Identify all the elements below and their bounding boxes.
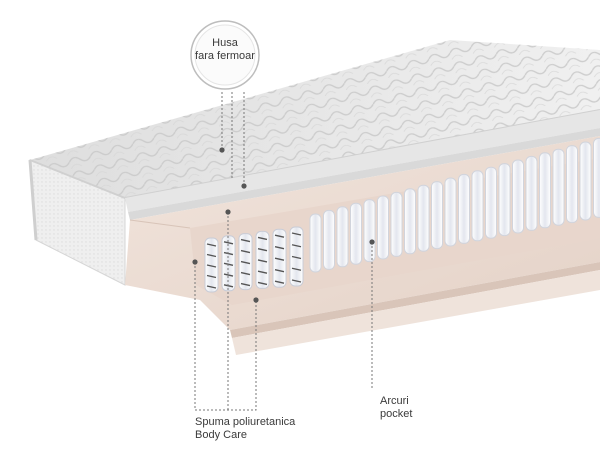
spring-coil [291, 267, 302, 271]
spring-coil [257, 281, 268, 286]
spring-coil [291, 244, 302, 248]
spring-pocket [552, 148, 565, 226]
spring-pocket [444, 177, 457, 247]
spring-pocket [471, 170, 484, 242]
spring-coil [223, 273, 234, 277]
spring-pocket-front [238, 233, 253, 291]
spring-coil [291, 255, 302, 260]
spring-pocket [579, 141, 592, 221]
spring-pocket-front [289, 226, 304, 287]
spring-coil [274, 246, 285, 250]
spring-pocket [336, 206, 349, 268]
spring-pocket [525, 155, 538, 231]
spring-pocket [512, 159, 524, 234]
spring-pocket [593, 137, 600, 218]
spring-pocket [350, 202, 362, 265]
label-foam-line1: Spuma poliuretanica [195, 416, 296, 428]
spring-coil [274, 234, 285, 238]
spring-pocket-front [272, 228, 287, 288]
spring-coil [291, 232, 302, 236]
label-foam-line2: Body Care [195, 429, 247, 441]
dot-cover-1 [219, 147, 225, 153]
label-foam: Spuma poliuretanica Body Care [195, 416, 335, 442]
spring-coil [291, 279, 302, 283]
spring-coil [206, 274, 217, 279]
spring-pocket [539, 152, 551, 229]
spring-pocket [363, 199, 376, 263]
spring-pocket-front [204, 237, 219, 293]
spring-pocket [431, 181, 443, 250]
spring-coil [274, 269, 285, 273]
label-cover: Husa fara fermoar [194, 37, 256, 63]
label-springs: Arcuri pocket [380, 395, 440, 421]
spring-pocket-front [221, 235, 236, 292]
spring-pocket [498, 163, 511, 237]
spring-pocket [458, 173, 470, 244]
spring-pocket [377, 195, 389, 260]
spring-coil [240, 260, 251, 265]
spring-coil [257, 236, 268, 241]
dot-springs [369, 239, 375, 245]
spring-pocket [566, 145, 578, 224]
dot-cover-2 [241, 183, 247, 189]
spring-coil [206, 264, 217, 268]
spring-pocket [390, 191, 403, 257]
spring-coil [257, 270, 268, 274]
spring-coil [223, 241, 234, 245]
spring-pocket [309, 213, 322, 273]
callout-bubble [190, 20, 260, 90]
spring-coil [240, 271, 251, 276]
dot-foam-bottom [253, 297, 259, 303]
leader-lines [194, 92, 373, 411]
pocket-spring-core [204, 137, 600, 293]
spring-coil [257, 259, 268, 263]
spring-pocket [485, 166, 497, 239]
label-springs-line1: Arcuri [380, 395, 409, 407]
spring-coil [206, 253, 217, 258]
dot-foam-side [192, 259, 198, 265]
spring-coil [240, 249, 251, 254]
spring-coil [206, 285, 217, 289]
label-cover-line2: fara fermoar [195, 50, 255, 62]
spring-pocket [417, 184, 430, 252]
spring-pocket-front [255, 230, 270, 289]
spring-coil [257, 247, 268, 252]
spring-coil [274, 280, 285, 284]
spring-coil [206, 243, 217, 247]
spring-coil [240, 282, 251, 287]
spring-pocket [404, 188, 416, 255]
dot-foam-top [225, 209, 231, 215]
spring-coil [274, 257, 285, 261]
label-springs-line2: pocket [380, 408, 413, 420]
spring-pocket [323, 209, 335, 270]
label-cover-line1: Husa [212, 37, 238, 49]
leader-dots [192, 147, 375, 303]
spring-coil [240, 238, 251, 243]
